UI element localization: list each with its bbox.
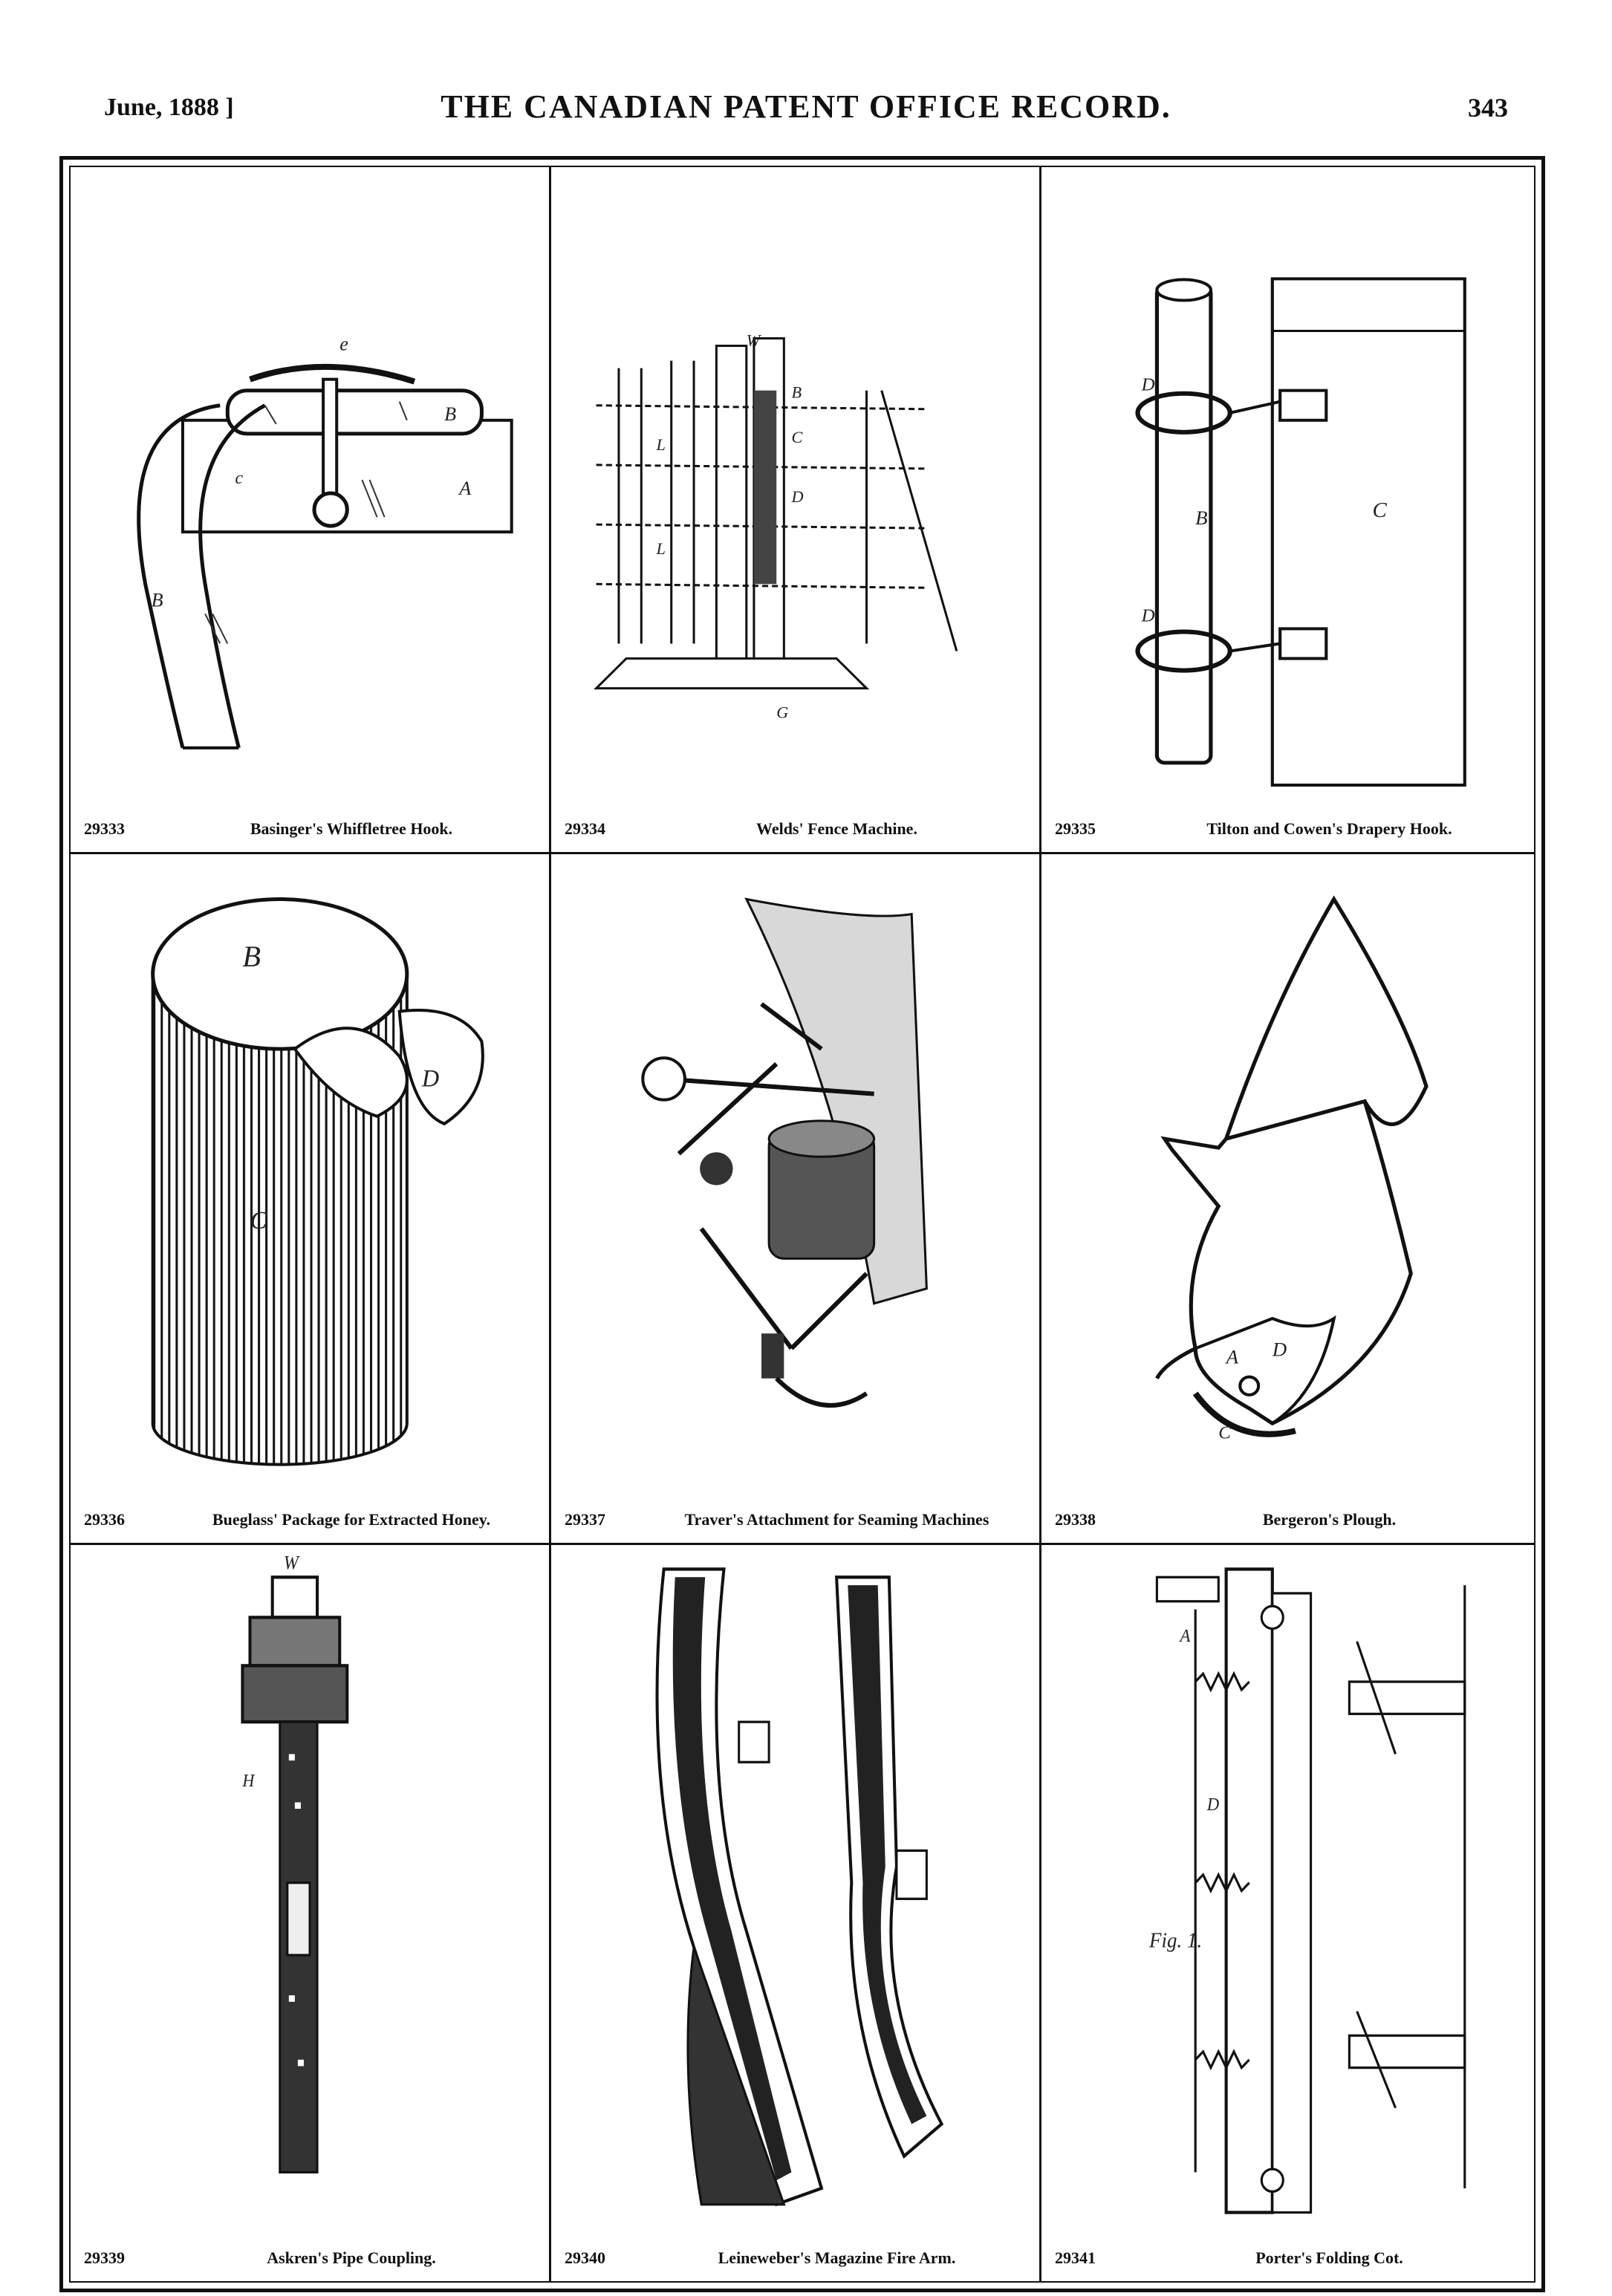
svg-text:W: W bbox=[747, 331, 762, 350]
plate-frame: e B B c A 29333 Basinger's Whiffletree H… bbox=[59, 156, 1545, 2292]
figure-cell-5: 29337 Traver's Attachment for Seaming Ma… bbox=[551, 854, 1041, 1545]
magazine-fire-arm-illustration bbox=[551, 1545, 1039, 2237]
svg-text:A: A bbox=[458, 478, 472, 499]
figure-cell-4: B D C 29336 Bueglass' Package for Extrac… bbox=[71, 854, 551, 1545]
svg-text:D: D bbox=[1141, 606, 1155, 626]
figure-cell-9: A D Fig. 1. 29341 Porter's Folding Cot. bbox=[1041, 1545, 1534, 2281]
figure-caption: 29337 Traver's Attachment for Seaming Ma… bbox=[551, 1507, 1039, 1532]
patent-number: 29338 bbox=[1055, 1510, 1096, 1529]
figure-caption: 29333 Basinger's Whiffletree Hook. bbox=[71, 816, 549, 842]
figure-cell-3: D D B C 29335 Tilton and Cowen's Drapery… bbox=[1041, 167, 1534, 854]
figure-title: Leineweber's Magazine Fire Arm. bbox=[718, 2248, 956, 2267]
svg-text:H: H bbox=[241, 1771, 255, 1790]
publication-title: THE CANADIAN PATENT OFFICE RECORD. bbox=[441, 88, 1171, 125]
figure-cell-6: A D C 29338 Bergeron's Plough. bbox=[1041, 854, 1534, 1545]
svg-text:B: B bbox=[1195, 507, 1207, 530]
patent-number: 29335 bbox=[1055, 819, 1096, 838]
figure-title: Tilton and Cowen's Drapery Hook. bbox=[1206, 819, 1452, 838]
figure-title: Basinger's Whiffletree Hook. bbox=[250, 819, 453, 838]
patent-number: 29339 bbox=[84, 2248, 125, 2267]
svg-text:G: G bbox=[776, 703, 788, 722]
svg-text:Fig. 1.: Fig. 1. bbox=[1148, 1928, 1202, 1952]
svg-text:e: e bbox=[339, 334, 348, 355]
figure-title: Traver's Attachment for Seaming Machines bbox=[684, 1510, 989, 1529]
issue-date: June, 1888 ] bbox=[104, 94, 234, 121]
svg-text:D: D bbox=[421, 1064, 439, 1091]
figure-grid: e B B c A 29333 Basinger's Whiffletree H… bbox=[71, 167, 1534, 2281]
figure-caption: 29338 Bergeron's Plough. bbox=[1041, 1507, 1534, 1532]
svg-text:L: L bbox=[656, 539, 666, 558]
seaming-machine-attachment-illustration bbox=[551, 854, 1039, 1498]
figure-caption: 29339 Askren's Pipe Coupling. bbox=[71, 2245, 549, 2271]
whiffletree-hook-illustration: e B B c A bbox=[71, 167, 549, 807]
svg-text:D: D bbox=[1272, 1339, 1287, 1361]
svg-text:C: C bbox=[1372, 499, 1387, 521]
patent-number: 29340 bbox=[565, 2248, 605, 2267]
svg-text:D: D bbox=[1206, 1795, 1220, 1815]
pipe-coupling-illustration: W H bbox=[71, 1545, 549, 2237]
figure-title: Welds' Fence Machine. bbox=[756, 819, 917, 838]
figure-caption: 29334 Welds' Fence Machine. bbox=[551, 816, 1039, 842]
drapery-hook-illustration: D D B C bbox=[1041, 167, 1534, 807]
svg-text:W: W bbox=[284, 1553, 300, 1574]
figure-title: Askren's Pipe Coupling. bbox=[267, 2248, 436, 2267]
figure-cell-7: W H 29339 Askren's Pipe Coupling. bbox=[71, 1545, 551, 2281]
svg-text:C: C bbox=[791, 428, 802, 446]
svg-text:B: B bbox=[791, 383, 802, 402]
figure-caption: 29341 Porter's Folding Cot. bbox=[1041, 2245, 1534, 2271]
figure-cell-2: W B C D L L G 29334 Welds' Fence Machine… bbox=[551, 167, 1041, 854]
page-number: 343 bbox=[1468, 93, 1508, 123]
patent-number: 29337 bbox=[565, 1510, 605, 1529]
svg-text:B: B bbox=[444, 403, 456, 425]
figure-title: Bergeron's Plough. bbox=[1262, 1510, 1397, 1529]
patent-number: 29334 bbox=[565, 819, 605, 838]
svg-text:D: D bbox=[790, 487, 803, 506]
fence-machine-illustration: W B C D L L G bbox=[551, 167, 1039, 807]
patent-number: 29341 bbox=[1055, 2248, 1096, 2267]
page-header: June, 1888 ] THE CANADIAN PATENT OFFICE … bbox=[104, 88, 1508, 132]
patent-number: 29336 bbox=[84, 1510, 125, 1529]
figure-cell-1: e B B c A 29333 Basinger's Whiffletree H… bbox=[71, 167, 551, 854]
figure-caption: 29335 Tilton and Cowen's Drapery Hook. bbox=[1041, 816, 1534, 842]
folding-cot-illustration: A D Fig. 1. bbox=[1041, 1545, 1534, 2237]
svg-text:C: C bbox=[1218, 1423, 1231, 1443]
svg-text:B: B bbox=[152, 589, 163, 611]
figure-caption: 29340 Leineweber's Magazine Fire Arm. bbox=[551, 2245, 1039, 2271]
figure-cell-8: 29340 Leineweber's Magazine Fire Arm. bbox=[551, 1545, 1041, 2281]
svg-text:L: L bbox=[656, 435, 666, 454]
svg-text:A: A bbox=[1225, 1346, 1239, 1368]
honey-package-illustration: B D C bbox=[71, 854, 549, 1498]
svg-text:C: C bbox=[250, 1206, 268, 1235]
svg-text:c: c bbox=[235, 469, 243, 488]
svg-text:D: D bbox=[1141, 375, 1155, 395]
svg-text:B: B bbox=[242, 940, 261, 973]
patent-number: 29333 bbox=[84, 819, 125, 838]
svg-text:A: A bbox=[1179, 1626, 1192, 1646]
figure-title: Bueglass' Package for Extracted Honey. bbox=[212, 1510, 491, 1529]
figure-caption: 29336 Bueglass' Package for Extracted Ho… bbox=[71, 1507, 549, 1532]
plough-illustration: A D C bbox=[1041, 854, 1534, 1498]
figure-title: Porter's Folding Cot. bbox=[1255, 2248, 1403, 2267]
